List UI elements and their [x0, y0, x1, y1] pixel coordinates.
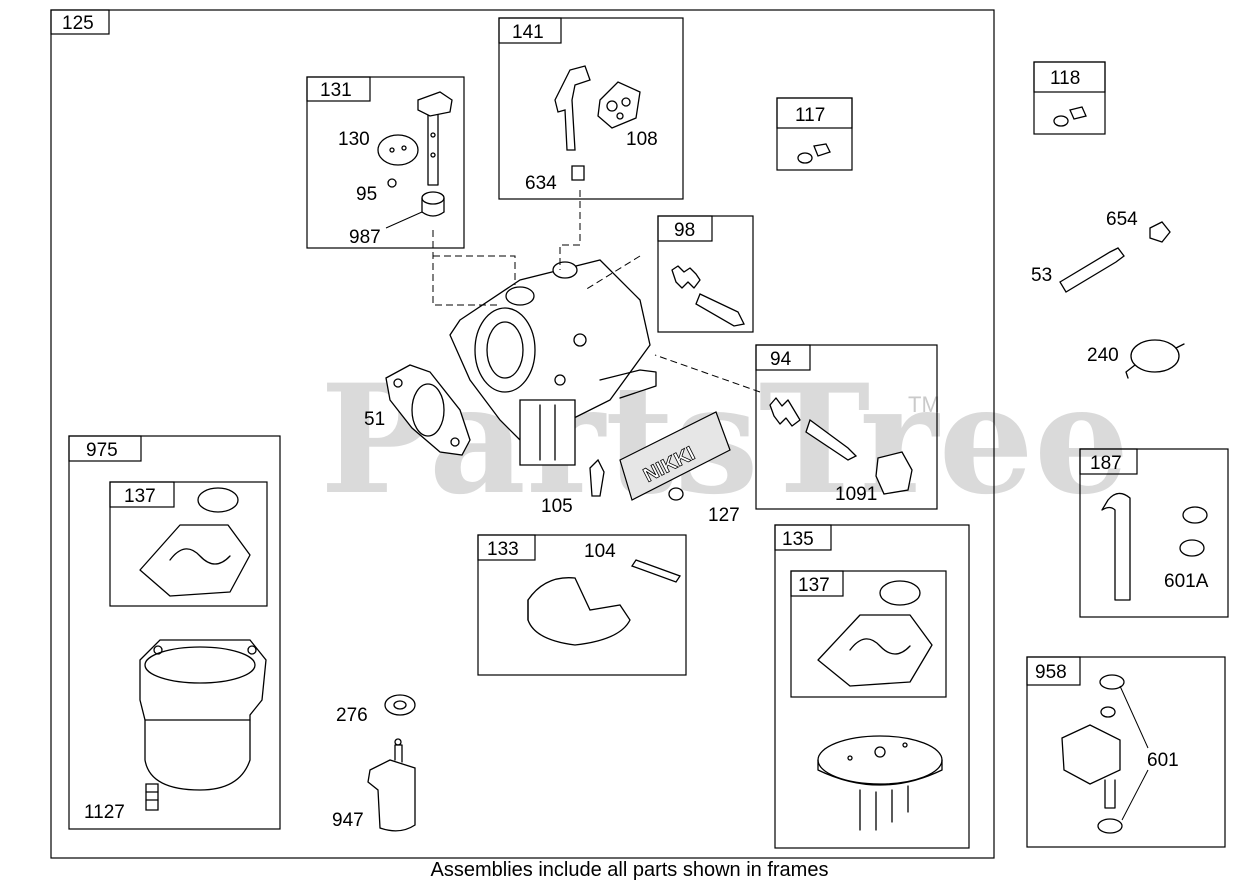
frame-135: 135 — [774, 524, 970, 849]
frame-98: 98 — [657, 215, 754, 333]
assemblies-caption: Assemblies include all parts shown in fr… — [430, 859, 829, 881]
frame-141: 141 108 634 — [498, 17, 684, 200]
part-53-label: 53 — [1031, 265, 1052, 286]
frame-187: 187 601A — [1079, 448, 1229, 618]
part-987-label: 987 — [349, 227, 381, 248]
part-1091-label: 1091 — [835, 484, 877, 505]
clamp-601a-bottom-icon — [1179, 539, 1205, 557]
part-634-icon — [571, 165, 585, 181]
frame-137-left: 137 — [109, 481, 268, 607]
part-947-label: 947 — [332, 810, 364, 831]
idle-screw-98-icon — [695, 293, 745, 327]
part-601-label: 601 — [1147, 750, 1179, 771]
frame-133-label: 133 — [487, 539, 519, 560]
needle-105-icon — [589, 458, 605, 497]
mixture-screw-94-icon — [805, 418, 858, 461]
float-133-icon — [527, 577, 631, 646]
frame-118-label: 118 — [1050, 68, 1080, 89]
spring-98-icon — [671, 265, 701, 289]
bowl-plate-135-icon — [817, 735, 943, 785]
choke-shaft-icon — [427, 111, 439, 186]
connector-94 — [654, 354, 761, 393]
part-127-label: 127 — [708, 505, 740, 526]
carburetor-body-icon — [449, 259, 657, 466]
bushing-987-icon — [421, 191, 445, 205]
part-654-label: 654 — [1106, 209, 1138, 230]
oring-137-right-icon — [879, 580, 921, 606]
frame-135-label: 135 — [782, 529, 814, 550]
washer-118-icon — [1053, 115, 1069, 127]
frame-975: 975 1127 — [68, 435, 281, 830]
gasket-108-icon — [597, 81, 641, 129]
frame-94: 94 1091 — [755, 344, 938, 510]
oring-958-icon — [1100, 706, 1116, 718]
frame-133: 133 104 — [477, 534, 687, 676]
frame-98-label: 98 — [674, 220, 695, 241]
part-104-label: 104 — [584, 541, 616, 562]
frame-958-label: 958 — [1035, 662, 1067, 683]
watermark-tm: TM — [908, 392, 940, 417]
plug-117-icon — [813, 143, 831, 157]
part-240-label: 240 — [1087, 345, 1119, 366]
frame-958: 958 601 — [1026, 656, 1226, 848]
frame-125-label: 125 — [62, 13, 94, 34]
gasket-137-left-icon — [139, 524, 251, 597]
frame-94-label: 94 — [770, 349, 792, 370]
connector-131 — [432, 230, 516, 306]
plug-118-icon — [1069, 106, 1087, 120]
frame-137-right: 137 — [790, 570, 947, 698]
clamp-601-top-icon — [1099, 674, 1125, 690]
nut-654-icon — [1149, 221, 1171, 243]
shutoff-valve-958-icon — [1061, 724, 1121, 785]
part-51-label: 51 — [364, 409, 385, 430]
connector-141 — [559, 190, 581, 270]
frame-118: 118 — [1033, 61, 1106, 135]
fuel-filter-240-icon — [1125, 339, 1185, 379]
part-95-label: 95 — [356, 184, 377, 205]
fitting-53-icon — [1059, 247, 1125, 293]
part-634-label: 634 — [525, 173, 557, 194]
frame-137-left-label: 137 — [124, 486, 156, 507]
part-108-label: 108 — [626, 129, 658, 150]
clamp-601a-top-icon — [1182, 506, 1208, 524]
float-bowl-icon — [139, 639, 267, 791]
part-276-label: 276 — [336, 705, 368, 726]
frame-131: 131 130 95 987 — [306, 76, 465, 249]
solenoid-1091-icon — [875, 451, 913, 495]
oring-127-icon — [668, 487, 684, 501]
frame-131-label: 131 — [320, 80, 352, 101]
float-pin-104-icon — [631, 559, 681, 583]
part-1127-label: 1127 — [84, 802, 125, 823]
nikki-tag: NIKKI — [619, 411, 731, 501]
throttle-bracket-icon — [554, 65, 591, 151]
fuel-hose-187-icon — [1101, 492, 1131, 601]
part-130-label: 130 — [338, 129, 370, 150]
frame-137-right-label: 137 — [798, 575, 830, 596]
frame-125: 125 — [50, 9, 995, 859]
washer-117-icon — [797, 152, 813, 164]
part-105-label: 105 — [541, 496, 573, 517]
bowl-screw-1127-icon — [145, 783, 159, 811]
part-601A-label: 601A — [1164, 571, 1209, 592]
frame-975-label: 975 — [86, 440, 118, 461]
frame-117: 117 — [776, 97, 853, 171]
screw-95-icon — [387, 178, 397, 188]
washer-276-icon — [384, 694, 416, 716]
gasket-137-right-icon — [817, 614, 933, 687]
frame-141-label: 141 — [512, 22, 544, 43]
frame-187-label: 187 — [1090, 453, 1122, 474]
spring-94-icon — [769, 397, 801, 427]
frame-117-label: 117 — [795, 105, 825, 126]
choke-plate-icon — [377, 134, 419, 166]
oring-137-left-icon — [197, 487, 239, 513]
solenoid-947-icon — [367, 738, 416, 832]
clamp-601-bottom-icon — [1097, 818, 1123, 834]
gasket-51-icon — [385, 364, 471, 456]
